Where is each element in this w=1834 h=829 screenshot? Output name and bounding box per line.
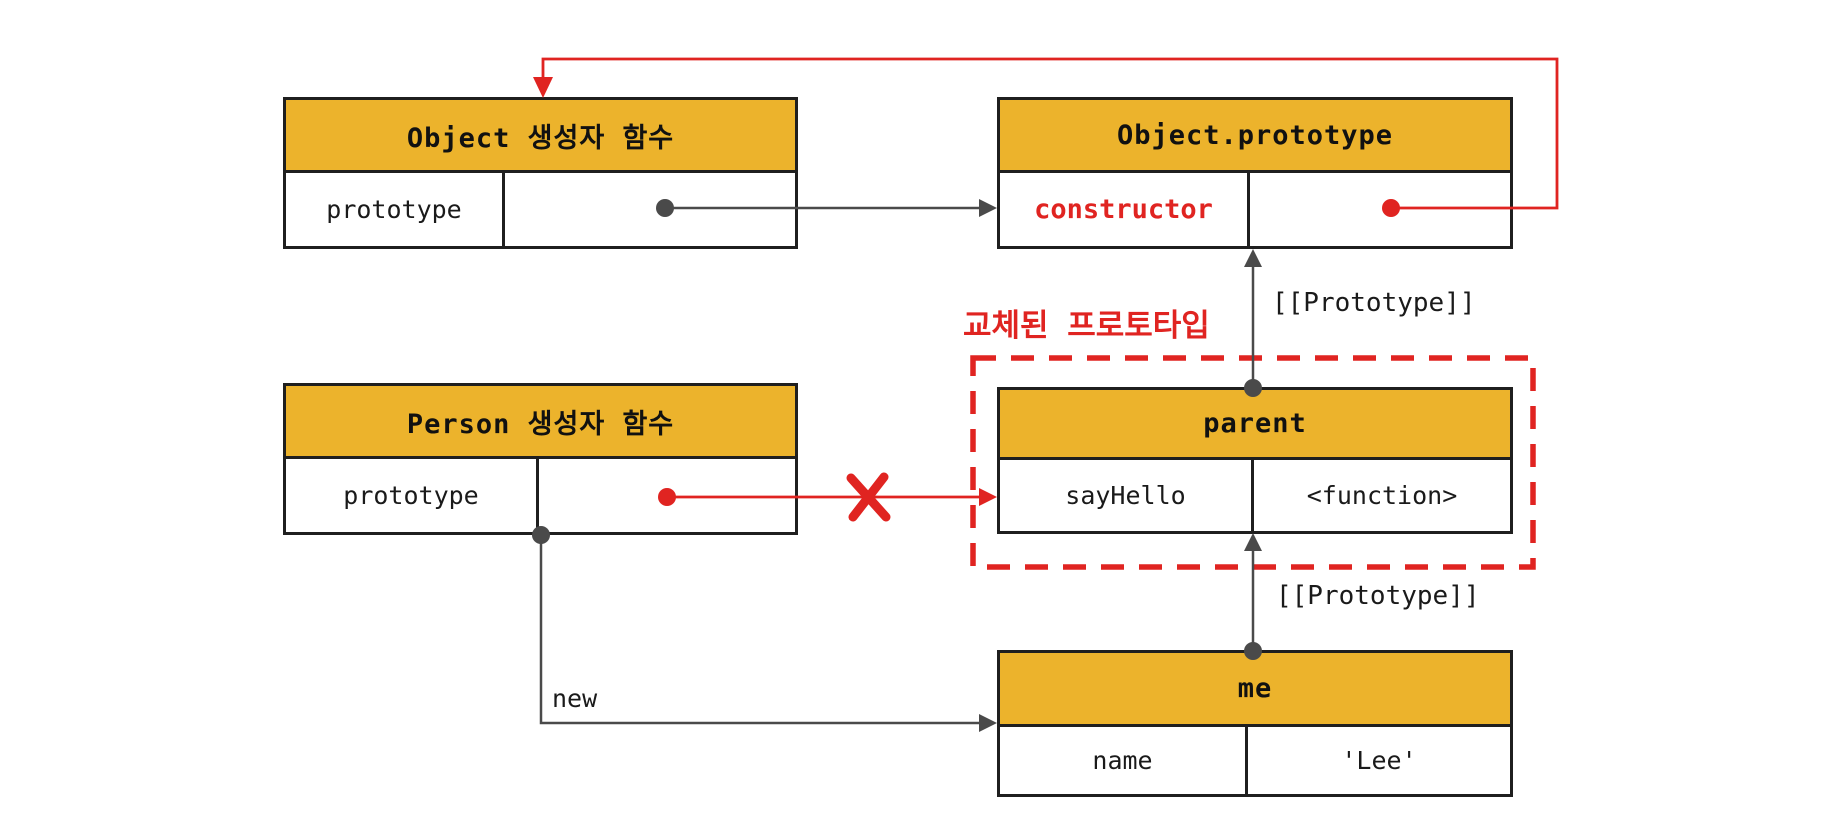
cell-text: prototype: [343, 481, 479, 510]
new-instance-arrow: [532, 526, 997, 732]
box-object-constructor: Object 생성자 함수 prototype: [283, 97, 798, 249]
me-name-value-cell: 'Lee': [1248, 727, 1510, 794]
prototype-link-label-lower: [[Prototype]]: [1276, 581, 1480, 611]
arrowhead-up-icon: [1244, 249, 1262, 267]
box-title-text: me: [1237, 673, 1273, 704]
me-name-cell: name: [1000, 727, 1248, 794]
box-title-text: parent: [1203, 408, 1307, 439]
box-person-constructor: Person 생성자 함수 prototype: [283, 383, 798, 535]
arrowhead-up-icon: [1244, 533, 1262, 551]
box-me-title: me: [1000, 653, 1510, 727]
box-me: me name 'Lee': [997, 650, 1513, 797]
prototype-link-label-upper: [[Prototype]]: [1272, 288, 1476, 318]
arrowhead-down-icon: [533, 77, 553, 98]
cell-text: <function>: [1306, 481, 1458, 510]
box-title-text: Person 생성자 함수: [406, 408, 675, 440]
arrowhead-right-icon: [979, 488, 997, 506]
box-parent: parent sayHello <function>: [997, 387, 1513, 534]
box-object-prototype-title: Object.prototype: [1000, 100, 1510, 173]
cell-text: name: [1092, 746, 1153, 775]
cell-text: 'Lee': [1341, 746, 1417, 775]
arrowhead-right-icon: [979, 199, 997, 217]
object-constructor-prototype-cell: prototype: [286, 173, 505, 246]
box-object-constructor-title: Object 생성자 함수: [286, 100, 795, 173]
cell-text: prototype: [326, 195, 462, 224]
cell-text: sayHello: [1065, 481, 1186, 510]
box-parent-title: parent: [1000, 390, 1510, 460]
person-constructor-prototype-cell: prototype: [286, 459, 539, 532]
object-prototype-constructor-value-cell: [1250, 173, 1510, 246]
object-constructor-prototype-value-cell: [505, 173, 795, 246]
arrowhead-right-icon: [979, 714, 997, 732]
new-keyword-label: new: [552, 684, 598, 713]
parent-sayhello-cell: sayHello: [1000, 460, 1254, 531]
replaced-prototype-label: 교체된 프로토타입: [963, 308, 1210, 344]
severed-x-icon: [846, 472, 891, 522]
box-person-constructor-title: Person 생성자 함수: [286, 386, 795, 459]
prototype-link-arrow-upper: [1244, 249, 1262, 397]
object-prototype-constructor-cell: constructor: [1000, 173, 1250, 246]
parent-sayhello-value-cell: <function>: [1254, 460, 1510, 531]
prototype-link-arrow-lower: [1244, 533, 1262, 660]
box-object-prototype: Object.prototype constructor: [997, 97, 1513, 249]
box-title-text: Object 생성자 함수: [406, 122, 675, 154]
box-title-text: Object.prototype: [1116, 119, 1394, 151]
cell-text: constructor: [1034, 194, 1213, 225]
person-constructor-prototype-value-cell: [539, 459, 795, 532]
